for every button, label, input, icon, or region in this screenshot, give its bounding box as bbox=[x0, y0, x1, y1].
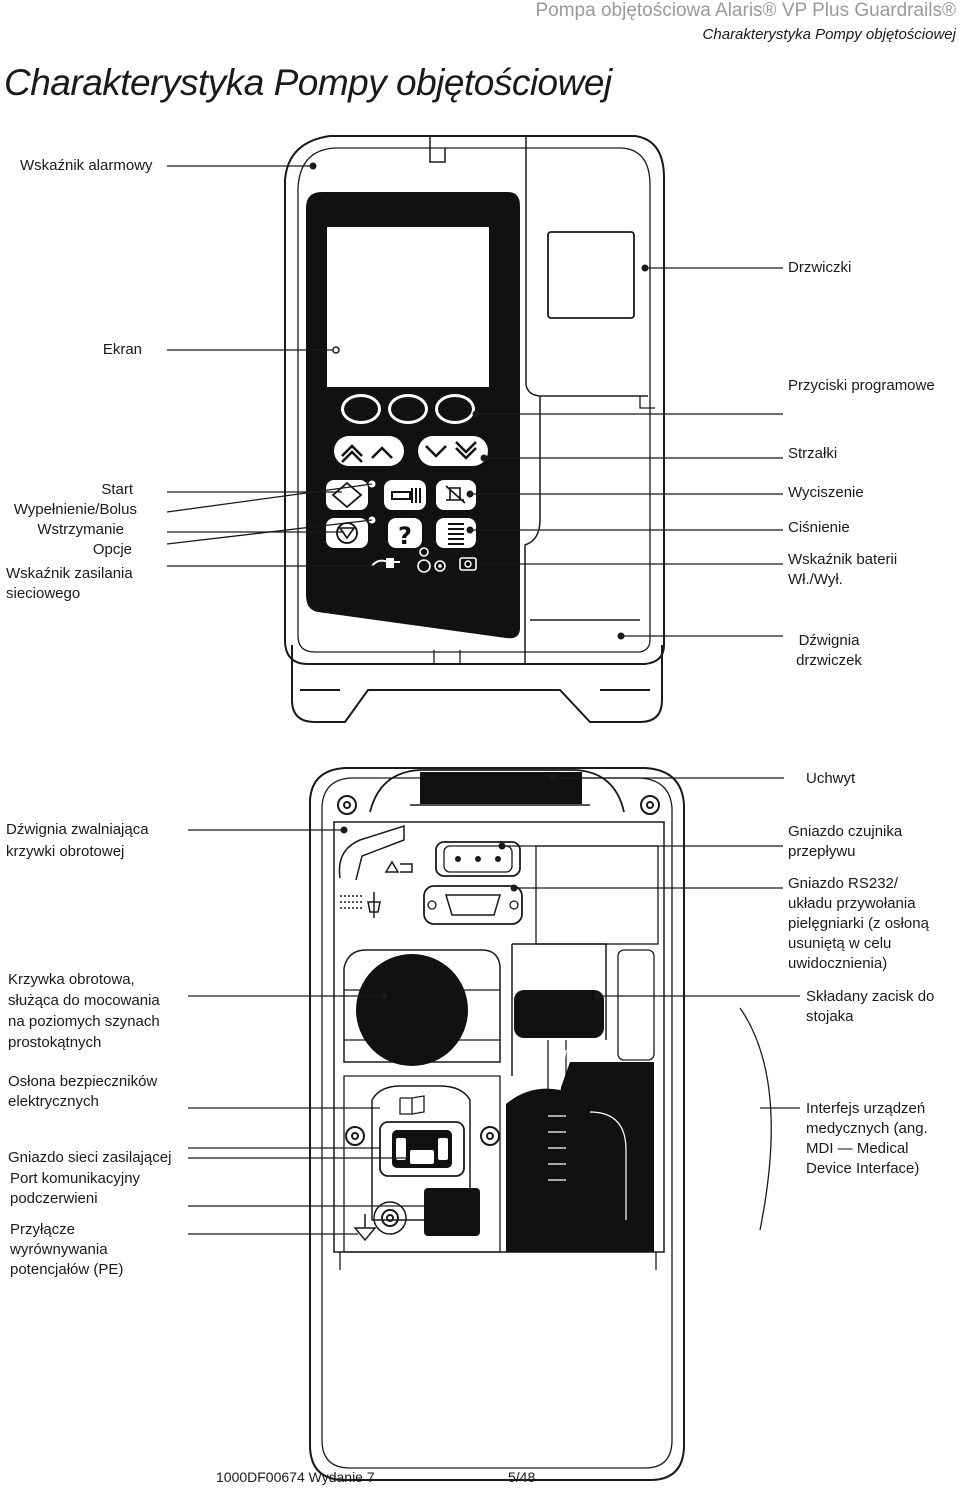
label-pressure: Ciśnienie bbox=[788, 519, 850, 536]
label-rs232-4: usuniętą w celu bbox=[788, 935, 892, 952]
footer-page-number: 5/48 bbox=[508, 1469, 536, 1485]
flow-sensor-icon bbox=[384, 860, 413, 873]
label-prime-bolus: Wypełnienie/Bolus bbox=[13, 501, 137, 518]
start-icon bbox=[331, 481, 363, 509]
label-silence: Wyciszenie bbox=[788, 484, 864, 501]
label-flow-sensor-1: Gniazdo czujnika bbox=[788, 823, 903, 840]
label-battery: Wskaźnik baterii bbox=[788, 551, 898, 568]
label-clamp-2: stojaka bbox=[806, 1008, 854, 1025]
label-irda-1: Port komunikacyjny bbox=[10, 1170, 141, 1187]
label-options: Opcje bbox=[92, 541, 132, 558]
label-pe-2: wyrównywania bbox=[10, 1241, 108, 1258]
front-leader-dots bbox=[309, 162, 649, 640]
label-pe-3: potencjałów (PE) bbox=[10, 1261, 124, 1278]
page-title: Charakterystyka Pompy objętościowej bbox=[4, 62, 612, 103]
softkeys bbox=[341, 394, 475, 424]
power-icon bbox=[434, 560, 446, 572]
label-onoff: Wł./Wył. bbox=[788, 571, 843, 588]
label-mdi-2: medycznych (ang. bbox=[806, 1120, 928, 1137]
nurse-call-icon bbox=[367, 892, 381, 918]
silence-icon bbox=[445, 485, 466, 504]
label-alarm-indicator: Wskaźnik alarmowy bbox=[20, 157, 153, 174]
label-handle: Uchwyt bbox=[806, 770, 856, 787]
label-mains-indicator-1: Wskaźnik zasilania bbox=[6, 565, 133, 582]
header-section: Charakterystyka Pompy objętościowej bbox=[702, 26, 956, 43]
header-product: Pompa objętościowa Alaris® VP Plus Guard… bbox=[535, 0, 956, 21]
label-fuse-cover-1: Osłona bezpieczników bbox=[8, 1073, 158, 1090]
label-start: Start bbox=[101, 481, 133, 498]
display-screen bbox=[327, 227, 489, 387]
label-hold: Wstrzymanie bbox=[37, 521, 124, 538]
label-flow-sensor-2: przepływu bbox=[788, 843, 856, 860]
label-pe-1: Przyłącze bbox=[10, 1221, 76, 1238]
help-icon: ? bbox=[398, 522, 412, 550]
label-mdi-4: Device Interface) bbox=[806, 1160, 920, 1177]
label-rs232-2: układu przywołania bbox=[788, 895, 916, 912]
footer-doc-id: 1000DF00674 Wydanie 7 bbox=[216, 1469, 375, 1485]
label-power-socket: Gniazdo sieci zasilającej bbox=[8, 1149, 172, 1166]
label-door-lever-1: Dźwignia bbox=[798, 632, 860, 649]
label-rs232-5: uwidocznienia) bbox=[788, 955, 888, 972]
label-cam-2: służąca do mocowania bbox=[8, 992, 160, 1009]
label-cam-1: Krzywka obrotowa, bbox=[8, 971, 135, 988]
rear-dark-parts bbox=[356, 772, 654, 1252]
battery-icon bbox=[386, 558, 394, 568]
label-clamp-1: Składany zacisk do bbox=[806, 988, 935, 1005]
label-screen: Ekran bbox=[102, 341, 142, 358]
arrow-keys bbox=[334, 436, 488, 466]
label-mdi-3: MDI — Medical bbox=[806, 1140, 909, 1157]
label-softkeys: Przyciski programowe bbox=[788, 377, 935, 394]
label-cam-3: na poziomych szynach bbox=[8, 1013, 160, 1030]
label-rs232-1: Gniazdo RS232/ bbox=[788, 875, 899, 892]
label-irda-2: podczerwieni bbox=[10, 1190, 98, 1207]
label-cam-4: prostokątnych bbox=[8, 1034, 102, 1051]
label-cam-release-2: krzywki obrotowej bbox=[6, 843, 125, 860]
label-door: Drzwiczki bbox=[788, 259, 852, 276]
prime-icon bbox=[391, 488, 421, 503]
pressure-icon bbox=[448, 523, 464, 545]
label-mdi-1: Interfejs urządzeń bbox=[806, 1100, 926, 1117]
label-mains-indicator-2: sieciowego bbox=[6, 585, 81, 602]
rs232-icon bbox=[340, 895, 362, 909]
label-cam-release-1: Dźwignia zwalniająca bbox=[6, 821, 149, 838]
earth-ground-icon bbox=[353, 1214, 377, 1242]
rear-leaders bbox=[188, 777, 800, 1235]
label-arrows: Strzałki bbox=[788, 445, 838, 462]
front-view bbox=[284, 135, 665, 723]
label-door-lever-2: drzwiczek bbox=[796, 652, 862, 669]
function-keys: ? bbox=[326, 480, 477, 573]
label-rs232-3: pielęgniarki (z osłoną bbox=[788, 915, 929, 932]
front-leaders bbox=[166, 165, 783, 637]
rear-highlights bbox=[396, 856, 501, 1164]
label-fuse-cover-2: elektrycznych bbox=[8, 1093, 99, 1110]
